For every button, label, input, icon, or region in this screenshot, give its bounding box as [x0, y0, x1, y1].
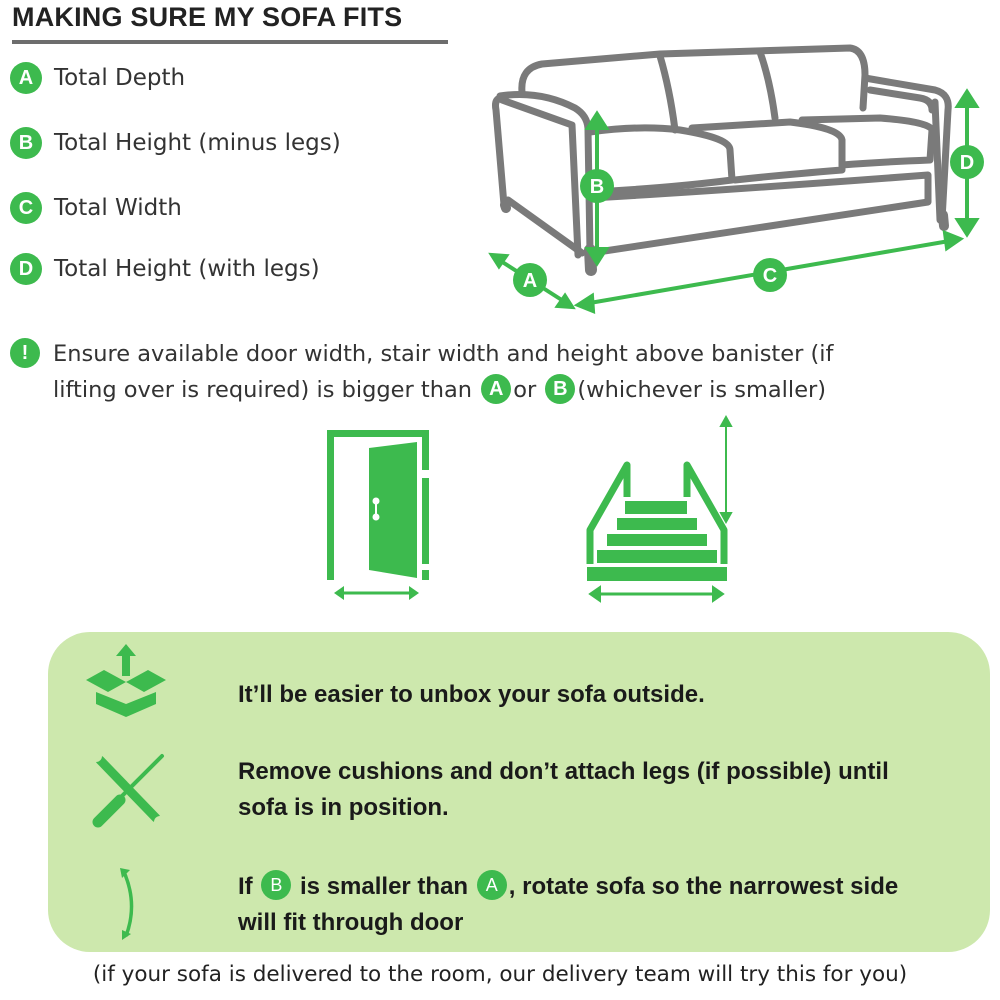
legend-item-width: C Total Width: [10, 192, 182, 224]
diagram-label-a: A: [523, 270, 537, 292]
tips-panel: It’ll be easier to unbox your sofa outsi…: [48, 632, 990, 952]
tip-tools-line-1: Remove cushions and don’t attach legs (i…: [238, 758, 889, 785]
tip-rotate-if: If: [238, 873, 253, 900]
legend-label: Total Depth: [54, 65, 186, 91]
badge-b-icon: B: [545, 373, 576, 404]
unbox-icon: [86, 644, 166, 717]
legend-label: Total Height (with legs): [54, 256, 320, 282]
note-line-2: lifting over is required) is bigger than…: [53, 372, 833, 408]
tip-rotate-post: , rotate sofa so the narrowest side: [508, 873, 899, 900]
tip-rotate-mid: is smaller than: [300, 873, 469, 900]
tip-rotate-line-2: will fit through door: [238, 909, 464, 936]
tip-unbox-text: It’ll be easier to unbox your sofa outsi…: [238, 681, 705, 708]
legend-item-depth: A Total Depth: [10, 62, 185, 94]
diagram-label-d: D: [960, 152, 974, 174]
badge-a-icon: A: [476, 869, 507, 900]
title-divider: [12, 40, 448, 44]
door-width-note: ! Ensure available door width, stair wid…: [10, 336, 970, 408]
tools-icon: [90, 752, 166, 828]
stairs-icon: [586, 414, 733, 603]
badge-d-icon: D: [10, 253, 42, 285]
door-icon: [327, 430, 429, 600]
note-or: or: [513, 377, 537, 403]
footer-note: (if your sofa is delivered to the room, …: [92, 962, 908, 987]
badge-c-icon: C: [10, 192, 42, 224]
legend-label: Total Width: [54, 195, 182, 221]
badge-b-icon: B: [261, 869, 292, 900]
note-line-1: Ensure available door width, stair width…: [53, 341, 834, 367]
diagram-label-c: C: [763, 265, 777, 287]
rotate-icon: [120, 868, 134, 940]
badge-a-icon: A: [481, 373, 512, 404]
badge-b-icon: B: [10, 127, 42, 159]
badge-a-icon: A: [10, 62, 42, 94]
note-line-2-end: (whichever is smaller): [577, 377, 827, 403]
note-text: Ensure available door width, stair width…: [53, 336, 833, 408]
note-line-2-start: lifting over is required) is bigger than: [53, 377, 473, 403]
tip-tools-text: Remove cushions and don’t attach legs (i…: [238, 754, 889, 826]
legend-label: Total Height (minus legs): [54, 130, 341, 156]
tip-rotate-text: If B is smaller than A, rotate sofa so t…: [238, 869, 898, 941]
tip-rotate-line-1: If B is smaller than A, rotate sofa so t…: [238, 869, 898, 905]
sofa-dimensions-icon: B D A C: [488, 44, 984, 315]
diagram-label-b: B: [590, 176, 604, 198]
legend-item-height-minus-legs: B Total Height (minus legs): [10, 127, 341, 159]
exclamation-icon: !: [10, 338, 40, 368]
tip-tools-line-2: sofa is in position.: [238, 794, 449, 821]
legend-item-height-with-legs: D Total Height (with legs): [10, 253, 320, 285]
page-title: MAKING SURE MY SOFA FITS: [12, 2, 403, 32]
